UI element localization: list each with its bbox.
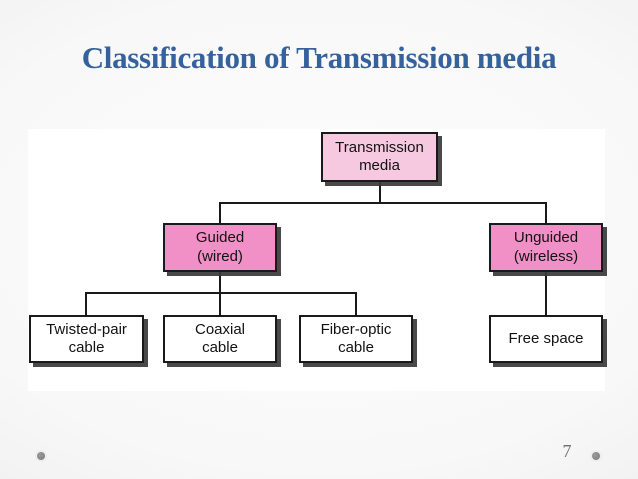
page-number: 7 <box>562 441 572 461</box>
slide-title: Classification of Transmission media <box>81 40 557 75</box>
footer-dot-left <box>37 452 45 460</box>
footer-dot-right <box>592 452 600 460</box>
node-coaxial-cable: Coaxial cable <box>163 315 277 363</box>
node-fiber-optic-cable: Fiber-optic cable <box>299 315 413 363</box>
node-guided-wired: Guided (wired) <box>163 223 277 272</box>
node-transmission-media: Transmission media <box>321 132 438 182</box>
node-free-space: Free space <box>489 315 603 363</box>
node-unguided-wireless: Unguided (wireless) <box>489 223 603 272</box>
node-twisted-pair-cable: Twisted-pair cable <box>29 315 144 363</box>
